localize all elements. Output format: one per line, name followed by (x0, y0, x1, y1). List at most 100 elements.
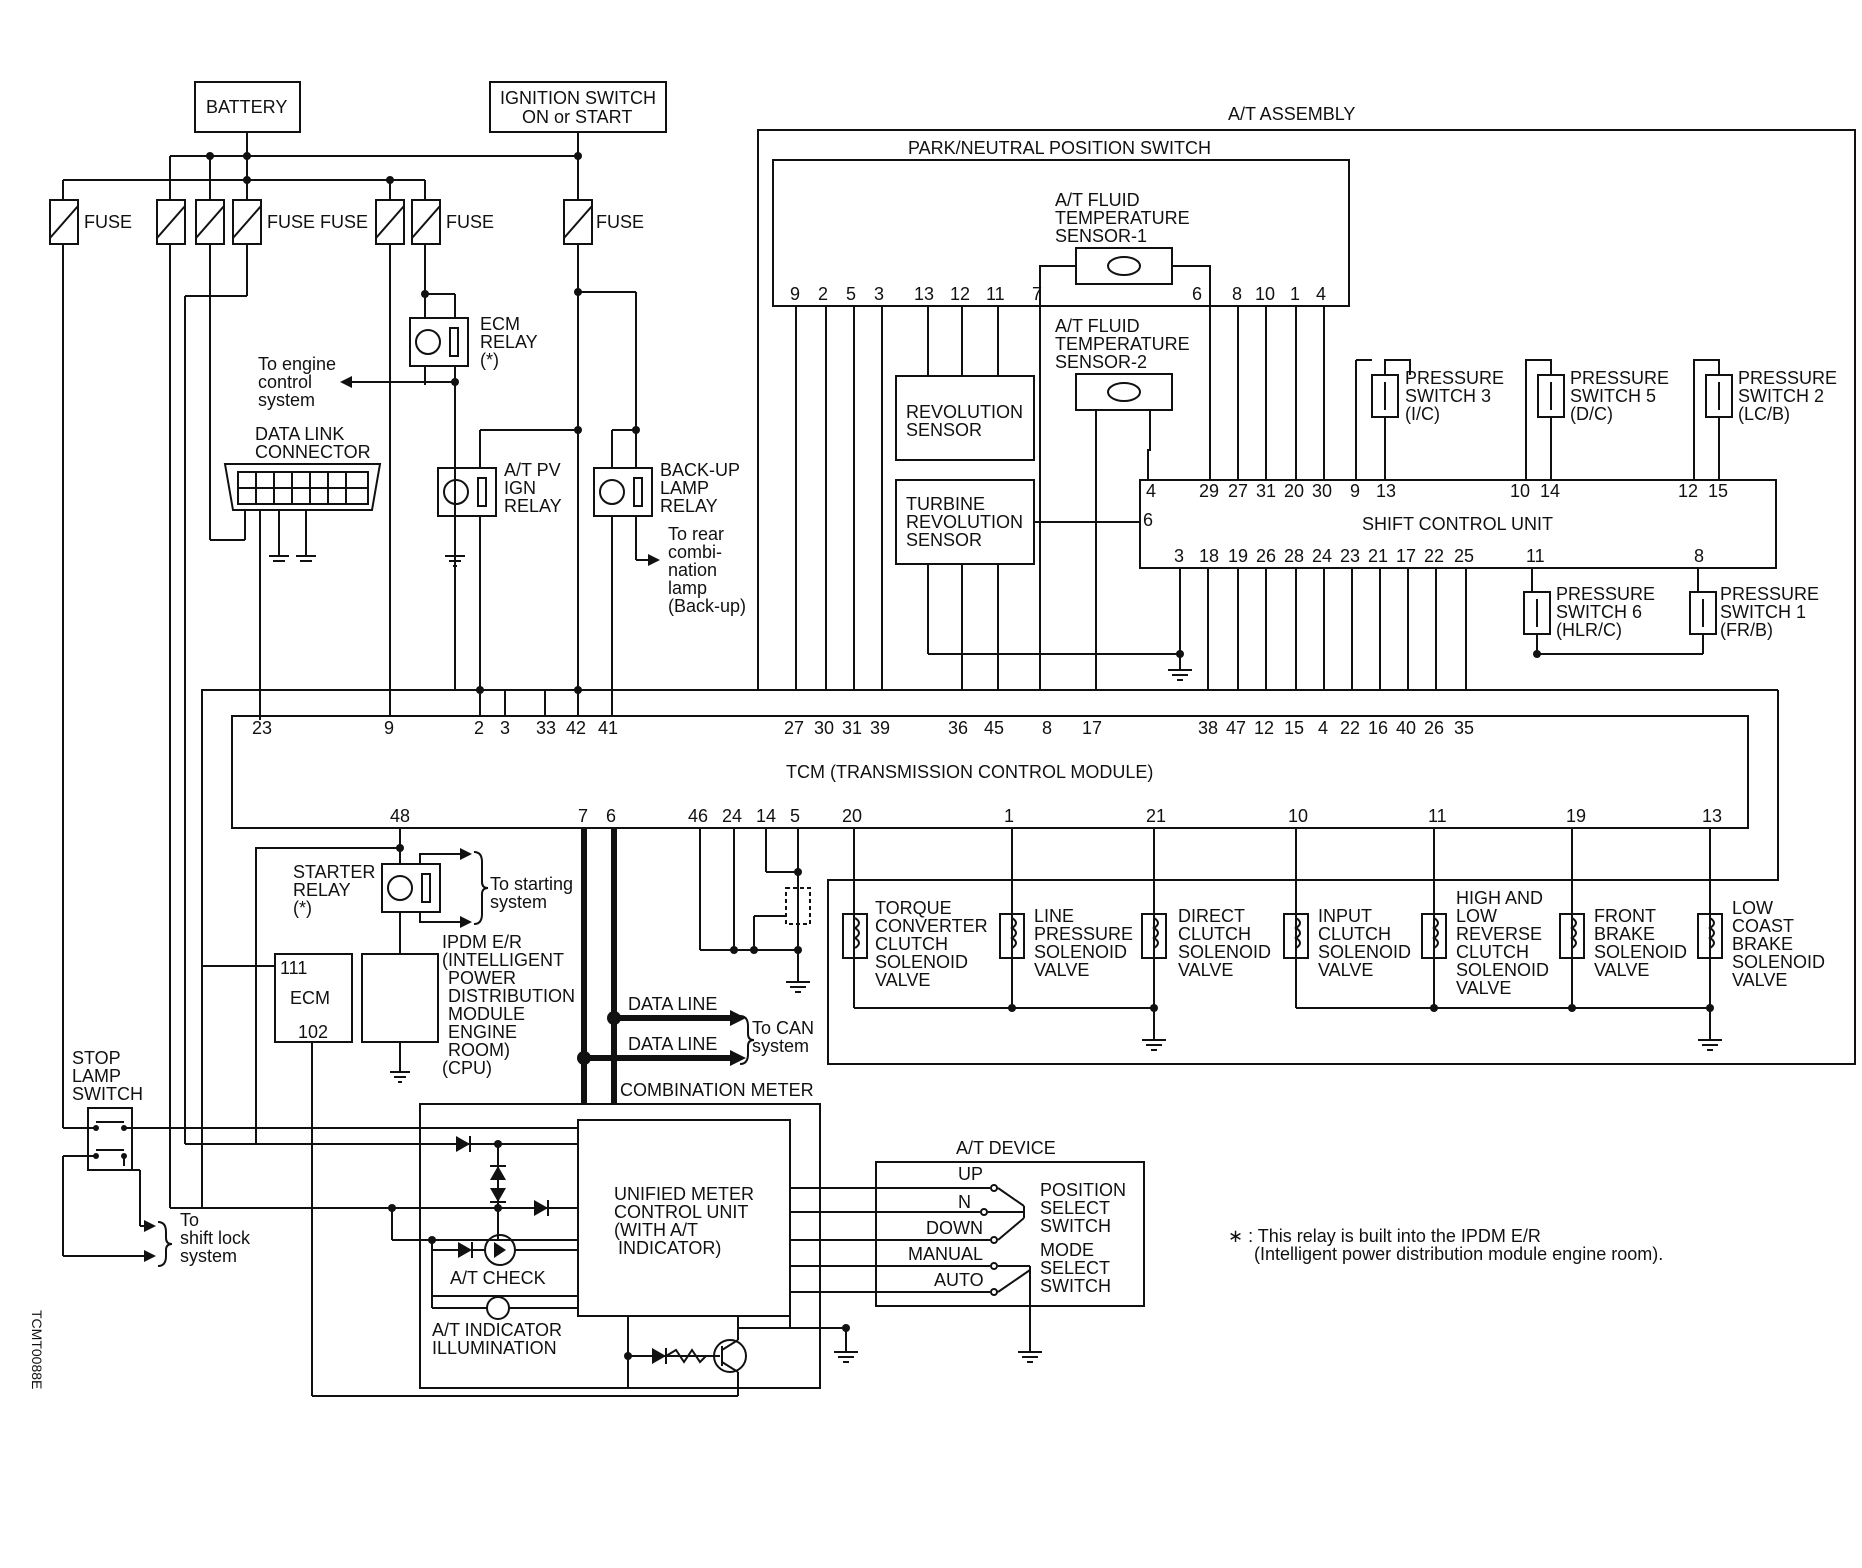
tcm-bottom-pins: 48 7 6 46 24 14 5 20 1 21 10 11 19 13 (390, 806, 1722, 826)
ps5-label-2: SWITCH 5 (1570, 386, 1656, 406)
to-shift-lock-2: shift lock (180, 1228, 251, 1248)
scu-top-pin-13: 13 (1376, 481, 1396, 501)
footnote-line-1: ∗ : This relay is built into the IPDM E/… (1228, 1226, 1541, 1246)
ps6-label-3: (HLR/C) (1556, 620, 1622, 640)
solenoid-4: INPUT CLUTCH SOLENOID VALVE (1283, 906, 1411, 980)
solenoid-7: LOW COAST BRAKE SOLENOID VALVE (1697, 898, 1825, 990)
stop-lamp-label-2: LAMP (72, 1066, 121, 1086)
tcm-top-pin-12: 12 (1254, 718, 1274, 738)
pressure-switch-2: PRESSURE SWITCH 2 (LC/B) (1693, 359, 1837, 480)
sol7-label-4: SOLENOID (1732, 952, 1825, 972)
scu-bottom-pins: 3 18 19 26 28 24 23 21 17 22 25 11 8 (1174, 546, 1704, 566)
mode-select-1: MODE (1040, 1240, 1094, 1260)
tcm-top-pin-33: 33 (536, 718, 556, 738)
solenoid-3: DIRECT CLUTCH SOLENOID VALVE (1141, 906, 1271, 980)
ps3-label-2: SWITCH 3 (1405, 386, 1491, 406)
ps2-label-2: SWITCH 2 (1738, 386, 1824, 406)
comb-meter-title: COMBINATION METER (620, 1080, 814, 1100)
at-assembly-title: A/T ASSEMBLY (1228, 104, 1355, 124)
pv-relay-label-1: A/T PV (504, 460, 561, 480)
turbine-label-1: TURBINE (906, 494, 985, 514)
battery-block: BATTERY (194, 81, 301, 133)
sol3-label-3: SOLENOID (1178, 942, 1271, 962)
ps3-label-1: PRESSURE (1405, 368, 1504, 388)
pnp-pin-5: 5 (846, 284, 856, 304)
scu-top-pin-30: 30 (1312, 481, 1332, 501)
scu-top-pin-15: 15 (1708, 481, 1728, 501)
tcm-bottom-pin-48: 48 (390, 806, 410, 826)
tcm-bottom-pin-21: 21 (1146, 806, 1166, 826)
scu-top-pin-27: 27 (1228, 481, 1248, 501)
pnp-pin-11: 11 (986, 284, 1005, 304)
pnp-pin-13: 13 (914, 284, 934, 304)
turbine-label-3: SENSOR (906, 530, 982, 550)
sol2-label-2: PRESSURE (1034, 924, 1133, 944)
tcm-top-pin-47: 47 (1226, 718, 1246, 738)
tcm-top-pin-23: 23 (252, 718, 272, 738)
tcm-top-pin-41: 41 (598, 718, 618, 738)
pnp-pin-12: 12 (950, 284, 970, 304)
ecm-relay: ECM RELAY (*) (409, 314, 538, 370)
fts1-label-2: TEMPERATURE (1055, 208, 1190, 228)
unified-label-1: UNIFIED METER (614, 1184, 754, 1204)
tcm-top-pin-26: 26 (1424, 718, 1444, 738)
ecm-relay-label-3: (*) (480, 350, 499, 370)
ignition-label-1: IGNITION SWITCH (500, 88, 656, 108)
sol4-label-1: INPUT (1318, 906, 1372, 926)
tcm-top-pin-22: 22 (1340, 718, 1360, 738)
stop-lamp-label-1: STOP (72, 1048, 121, 1068)
ps2-label-1: PRESSURE (1738, 368, 1837, 388)
fuse-label-3: FUSE (446, 212, 494, 232)
scu-top-pin-14: 14 (1540, 481, 1560, 501)
ignition-switch-block: IGNITION SWITCH ON or START (489, 81, 667, 133)
pv-relay-label-2: IGN (504, 478, 536, 498)
ecm-pin-102: 102 (298, 1022, 328, 1042)
data-line-label-2: DATA LINE (628, 1034, 717, 1054)
pnp-pin-4: 4 (1316, 284, 1326, 304)
sol5-label-3: REVERSE (1456, 924, 1542, 944)
tcm-top-pin-4: 4 (1318, 718, 1328, 738)
ecm-title: ECM (290, 988, 330, 1008)
at-device-title: A/T DEVICE (956, 1138, 1056, 1158)
fts2-label-2: TEMPERATURE (1055, 334, 1190, 354)
tcm-top-pin-8: 8 (1042, 718, 1052, 738)
rev-sensor-label-1: REVOLUTION (906, 402, 1023, 422)
turbine-label-2: REVOLUTION (906, 512, 1023, 532)
tcm-top-pin-40: 40 (1396, 718, 1416, 738)
sol6-label-3: SOLENOID (1594, 942, 1687, 962)
pnp-pin-9: 9 (790, 284, 800, 304)
ps6-label-1: PRESSURE (1556, 584, 1655, 604)
sol6-label-4: VALVE (1594, 960, 1649, 980)
position-select-2: SELECT (1040, 1198, 1110, 1218)
fuse-4 (232, 199, 262, 245)
sol4-label-4: VALVE (1318, 960, 1373, 980)
pnp-title: PARK/NEUTRAL POSITION SWITCH (908, 138, 1211, 158)
at-device-up: UP (958, 1164, 983, 1184)
footnote: ∗ : This relay is built into the IPDM E/… (1228, 1226, 1663, 1264)
tcm-bottom-pin-14: 14 (756, 806, 776, 826)
to-rear-note-1: To rear (668, 524, 724, 544)
fuse-label-4: FUSE (596, 212, 644, 232)
solenoid-5: HIGH AND LOW REVERSE CLUTCH SOLENOID VAL… (1421, 888, 1549, 998)
to-rear-note-2: combi- (668, 542, 722, 562)
stop-lamp-switch: STOP LAMP SWITCH To shift lock system (62, 1048, 578, 1267)
pnp-pin-10: 10 (1255, 284, 1275, 304)
stop-lamp-label-3: SWITCH (72, 1084, 143, 1104)
unified-label-3: (WITH A/T (614, 1220, 698, 1240)
tcm-bottom-pin-24: 24 (722, 806, 742, 826)
pressure-switch-5: PRESSURE SWITCH 5 (D/C) (1525, 359, 1669, 480)
sol7-label-5: VALVE (1732, 970, 1787, 990)
to-can-1: To CAN (752, 1018, 814, 1038)
to-starting-1: To starting (490, 874, 573, 894)
mode-select-2: SELECT (1040, 1258, 1110, 1278)
solenoid-2: LINE PRESSURE SOLENOID VALVE (999, 906, 1133, 980)
sol2-label-4: VALVE (1034, 960, 1089, 980)
ipdm-label-2: (INTELLIGENT (442, 950, 564, 970)
sol4-label-3: SOLENOID (1318, 942, 1411, 962)
ps1-label-2: SWITCH 1 (1720, 602, 1806, 622)
tcm-bottom-pin-6: 6 (606, 806, 616, 826)
at-device-auto: AUTO (934, 1270, 984, 1290)
fuse-5 (375, 199, 405, 245)
to-engine-note-1: To engine (258, 354, 336, 374)
tcm-top-pin-9: 9 (384, 718, 394, 738)
